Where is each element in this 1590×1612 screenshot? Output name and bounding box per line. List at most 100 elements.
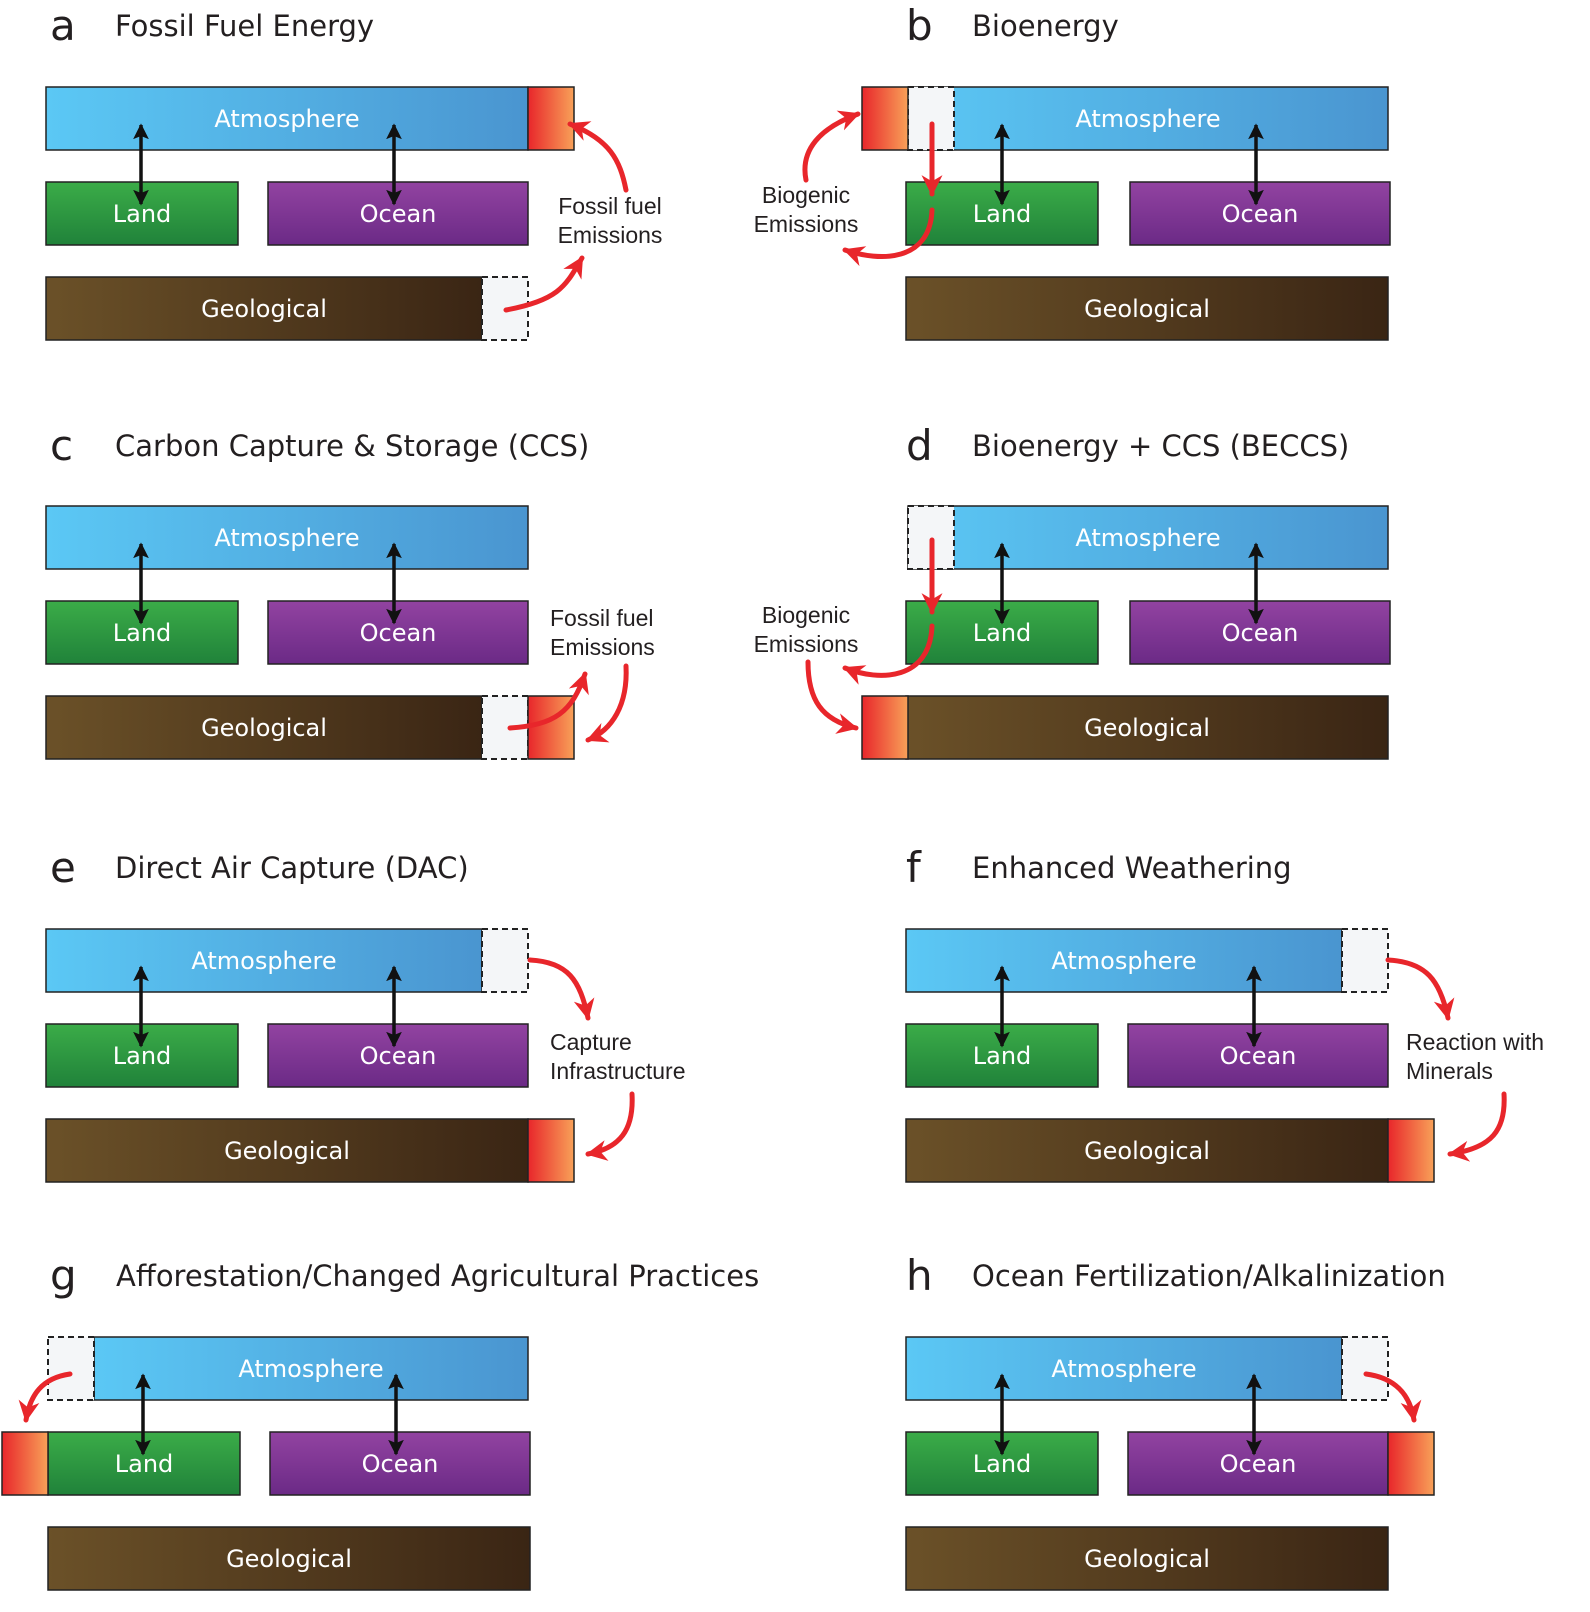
geological-box	[905, 276, 1389, 341]
atmosphere-box	[905, 928, 1343, 993]
added-carbon-box	[861, 695, 909, 760]
annotation-line-1: Fossil fuel	[558, 193, 662, 219]
added-carbon-box	[1, 1431, 49, 1496]
atmosphere-label: Atmosphere	[214, 524, 359, 552]
geological-label: Geological	[201, 295, 327, 323]
ocean-label: Ocean	[1222, 200, 1299, 228]
geological-label: Geological	[226, 1545, 352, 1573]
ocean-label: Ocean	[362, 1450, 439, 1478]
panel-letter: e	[50, 843, 76, 892]
atmosphere-label: Atmosphere	[238, 1355, 383, 1383]
geological-label: Geological	[224, 1137, 350, 1165]
panel-title: Carbon Capture & Storage (CCS)	[115, 429, 589, 463]
atmosphere-label: Atmosphere	[214, 105, 359, 133]
annotation-line-1: Biogenic	[762, 602, 850, 628]
geological-box	[45, 695, 483, 760]
atmosphere-label: Atmosphere	[191, 947, 336, 975]
atmosphere-label: Atmosphere	[1075, 105, 1220, 133]
carbon-transfer-arrow	[1385, 957, 1455, 1021]
carbon-transfer-arrow	[527, 957, 595, 1021]
panel-letter: c	[50, 421, 73, 470]
geological-box	[45, 1118, 529, 1183]
carbon-transfer-arrow	[567, 121, 629, 193]
land-label: Land	[973, 1042, 1032, 1070]
land-label: Land	[113, 1042, 172, 1070]
added-carbon-box	[1387, 1431, 1435, 1496]
atmosphere-label: Atmosphere	[1051, 947, 1196, 975]
panel-title: Afforestation/Changed Agricultural Pract…	[116, 1259, 759, 1293]
annotation-line-2: Emissions	[558, 222, 663, 248]
atmosphere-box	[907, 505, 1389, 570]
carbon-transfer-arrow	[585, 663, 629, 743]
land-label: Land	[115, 1450, 174, 1478]
annotation-line-2: Emissions	[550, 634, 655, 660]
panel-letter: a	[50, 1, 76, 50]
ocean-label: Ocean	[360, 200, 437, 228]
geological-label: Geological	[1084, 714, 1210, 742]
panel-letter: h	[906, 1251, 933, 1300]
land-label: Land	[973, 1450, 1032, 1478]
land-label: Land	[973, 619, 1032, 647]
annotation-line-2: Infrastructure	[550, 1058, 686, 1084]
ocean-label: Ocean	[360, 619, 437, 647]
carbon-transfer-arrow	[1363, 1371, 1422, 1423]
atmosphere-box	[93, 1336, 529, 1401]
geological-box	[47, 1526, 531, 1591]
carbon-transfer-arrow	[842, 623, 935, 685]
geological-box	[905, 1118, 1389, 1183]
panel-letter: d	[906, 421, 933, 470]
removed-carbon-box	[1341, 928, 1389, 993]
annotation-line-2: Minerals	[1406, 1058, 1493, 1084]
geological-label: Geological	[1084, 1137, 1210, 1165]
removed-carbon-box	[1341, 1336, 1389, 1401]
panel-title: Bioenergy + CCS (BECCS)	[972, 429, 1349, 463]
annotation-line-1: Biogenic	[762, 182, 850, 208]
ocean-label: Ocean	[1220, 1450, 1297, 1478]
atmosphere-box	[45, 928, 483, 993]
panel-letter: f	[906, 843, 922, 892]
annotation-line-1: Fossil fuel	[550, 605, 654, 631]
carbon-transfer-arrow	[1447, 1091, 1507, 1162]
geological-box	[905, 1526, 1389, 1591]
geological-box	[45, 276, 483, 341]
panel-title: Enhanced Weathering	[972, 851, 1292, 885]
carbon-transfer-arrow	[18, 1371, 73, 1423]
carbon-transfer-arrow	[805, 659, 859, 734]
land-label: Land	[113, 200, 172, 228]
atmosphere-label: Atmosphere	[1075, 524, 1220, 552]
panel-title: Fossil Fuel Energy	[115, 9, 374, 43]
geological-label: Geological	[1084, 1545, 1210, 1573]
removed-carbon-box	[47, 1336, 95, 1401]
atmosphere-box	[45, 505, 529, 570]
added-carbon-box	[861, 86, 909, 151]
atmosphere-box	[45, 86, 529, 151]
ocean-label: Ocean	[1220, 1042, 1297, 1070]
land-label: Land	[973, 200, 1032, 228]
carbon-transfer-arrow	[842, 207, 935, 267]
annotation-line-1: Reaction with	[1406, 1029, 1544, 1055]
atmosphere-label: Atmosphere	[1051, 1355, 1196, 1383]
panel-letter: g	[50, 1251, 77, 1300]
carbon-transfer-arrow	[507, 671, 589, 731]
atmosphere-box	[905, 1336, 1343, 1401]
panel-title: Direct Air Capture (DAC)	[115, 851, 469, 885]
panel-title: Ocean Fertilization/Alkalinization	[972, 1259, 1446, 1293]
annotation-line-2: Emissions	[754, 211, 859, 237]
added-carbon-box	[1387, 1118, 1435, 1183]
geological-label: Geological	[201, 714, 327, 742]
ocean-label: Ocean	[360, 1042, 437, 1070]
carbon-transfer-arrow	[802, 110, 861, 183]
panel-title: Bioenergy	[972, 9, 1119, 43]
ocean-label: Ocean	[1222, 619, 1299, 647]
atmosphere-box	[907, 86, 1389, 151]
